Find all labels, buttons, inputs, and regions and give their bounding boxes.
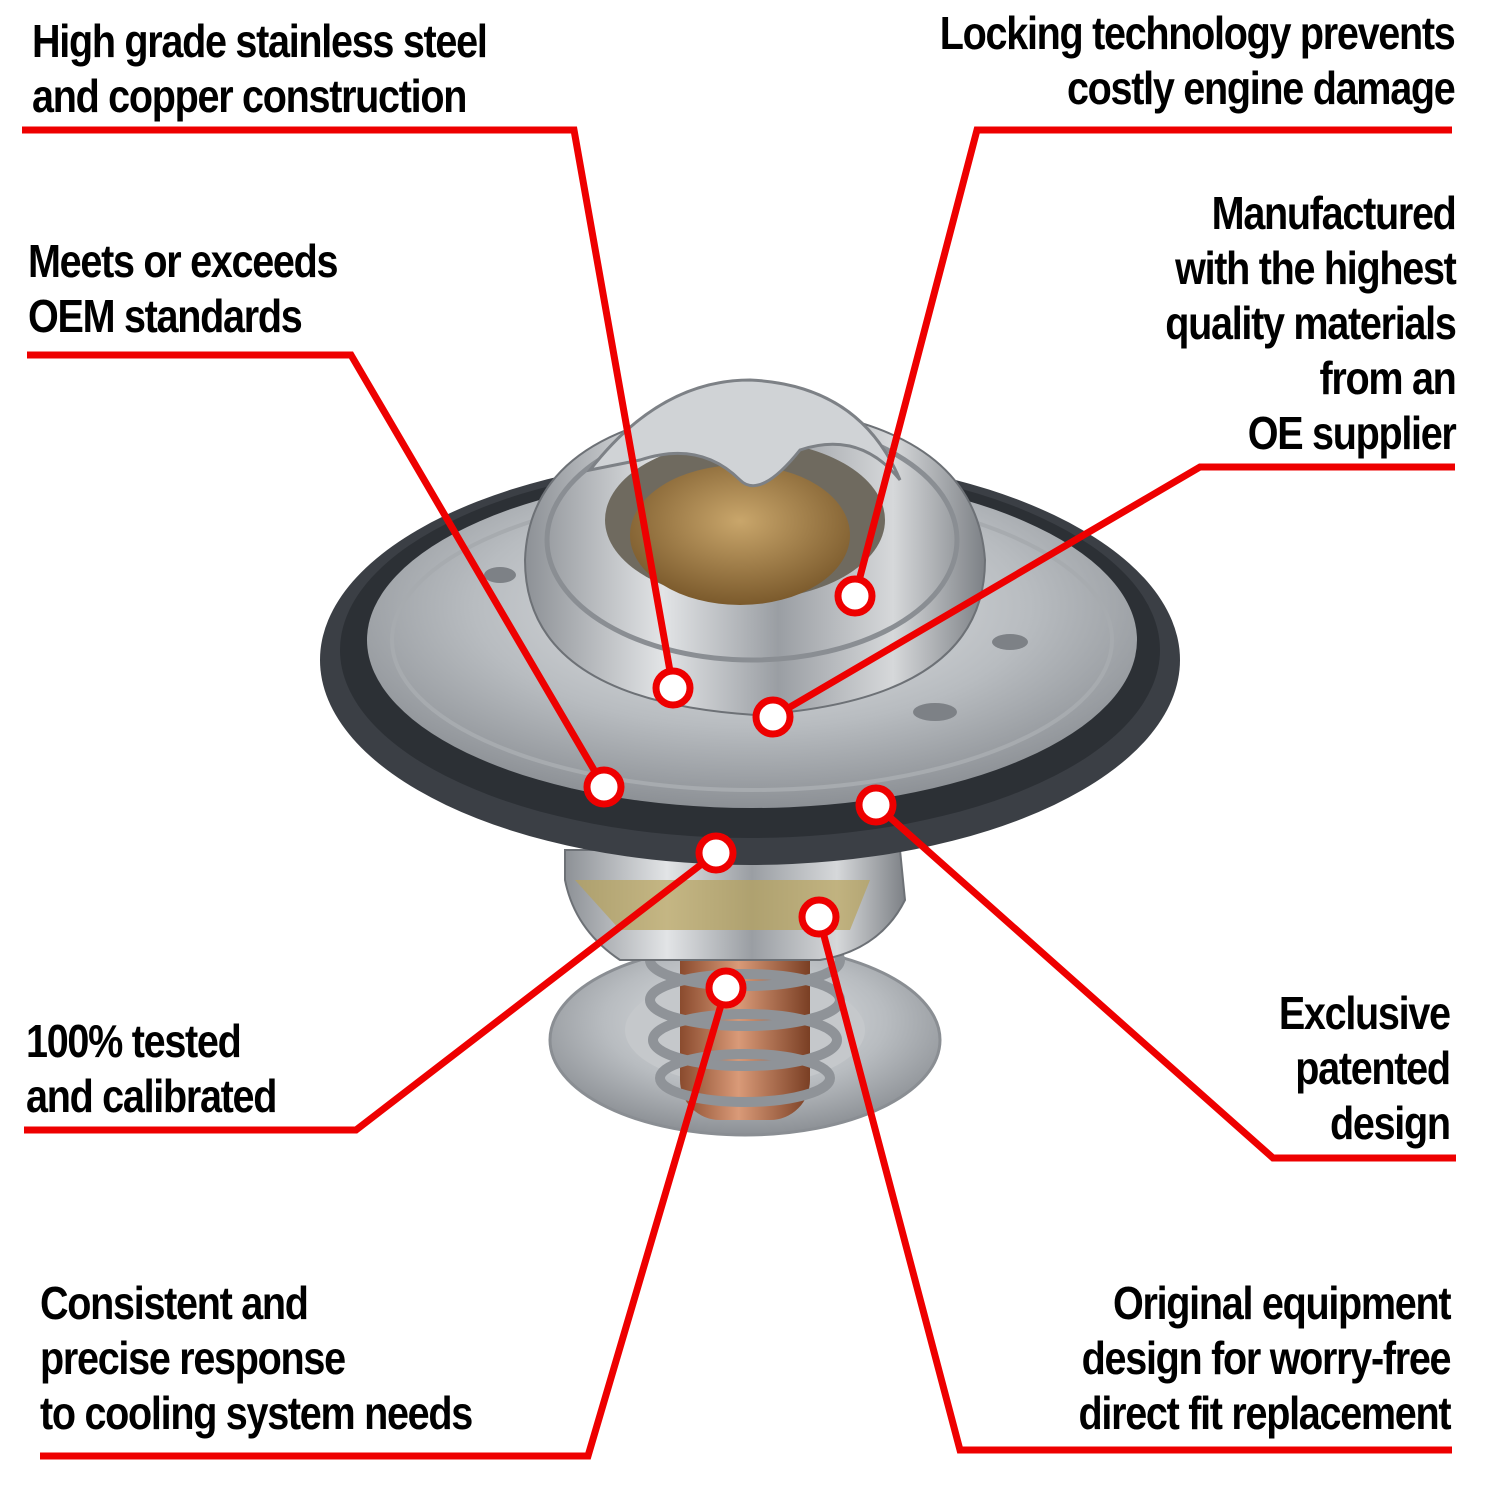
callout-line: OE supplier: [1248, 407, 1457, 459]
callout-dot-patented: [855, 784, 897, 826]
callout-consistent: Consistent and precise response to cooli…: [40, 1276, 473, 1441]
callout-line: costly engine damage: [1066, 62, 1455, 114]
leader-line-oem: [27, 351, 608, 789]
bridge-bracket: [564, 849, 907, 961]
leader-line-patented: [873, 802, 1456, 1162]
callout-dot-consistent: [705, 967, 747, 1009]
callout-dot-manufactured: [752, 696, 794, 738]
callout-stainless: High grade stainless steel and copper co…: [32, 14, 488, 124]
callout-original: Original equipment design for worry-free…: [1078, 1276, 1452, 1441]
callout-line: design: [1330, 1097, 1451, 1149]
callout-line: and copper construction: [32, 70, 467, 122]
callout-line: Consistent and: [40, 1277, 309, 1329]
leader-line-original: [815, 916, 1452, 1454]
callout-line: patented: [1295, 1042, 1451, 1094]
callout-locking: Locking technology prevents costly engin…: [939, 6, 1455, 116]
callout-line: 100% tested: [26, 1015, 242, 1067]
callout-dot-stainless: [652, 667, 694, 709]
callout-line: Meets or exceeds: [28, 235, 338, 287]
callout-patented: Exclusive patented design: [1279, 986, 1451, 1151]
callout-line: Manufactured: [1212, 187, 1457, 239]
callout-line: High grade stainless steel: [32, 15, 488, 67]
callout-line: OEM standards: [28, 290, 303, 342]
callout-dot-oem: [583, 766, 625, 808]
callout-manufactured: Manufactured with the highest quality ma…: [1165, 186, 1458, 461]
callout-line: with the highest: [1175, 242, 1458, 294]
callout-line: Original equipment: [1112, 1277, 1452, 1329]
callout-line: and calibrated: [26, 1070, 277, 1122]
callout-line: Locking technology prevents: [939, 7, 1455, 59]
leader-line-consistent: [40, 987, 730, 1460]
callout-line: from an: [1319, 352, 1457, 404]
callout-oem: Meets or exceeds OEM standards: [28, 234, 338, 344]
leader-line-locking: [851, 126, 1452, 597]
callout-dot-tested: [695, 832, 737, 874]
callout-line: Exclusive: [1279, 987, 1451, 1039]
callout-dot-locking: [834, 575, 876, 617]
callout-line: to cooling system needs: [40, 1387, 473, 1439]
callout-line: design for worry-free: [1081, 1332, 1451, 1384]
leader-line-manufactured: [771, 463, 1455, 721]
valve-dome: [523, 378, 987, 717]
leader-line-tested: [24, 850, 719, 1134]
callout-tested: 100% tested and calibrated: [26, 1014, 277, 1124]
callout-line: direct fit replacement: [1078, 1387, 1451, 1439]
leader-line-stainless: [22, 126, 677, 689]
callout-line: precise response: [40, 1332, 346, 1384]
callout-line: quality materials: [1165, 297, 1458, 349]
callout-dot-original: [798, 896, 840, 938]
